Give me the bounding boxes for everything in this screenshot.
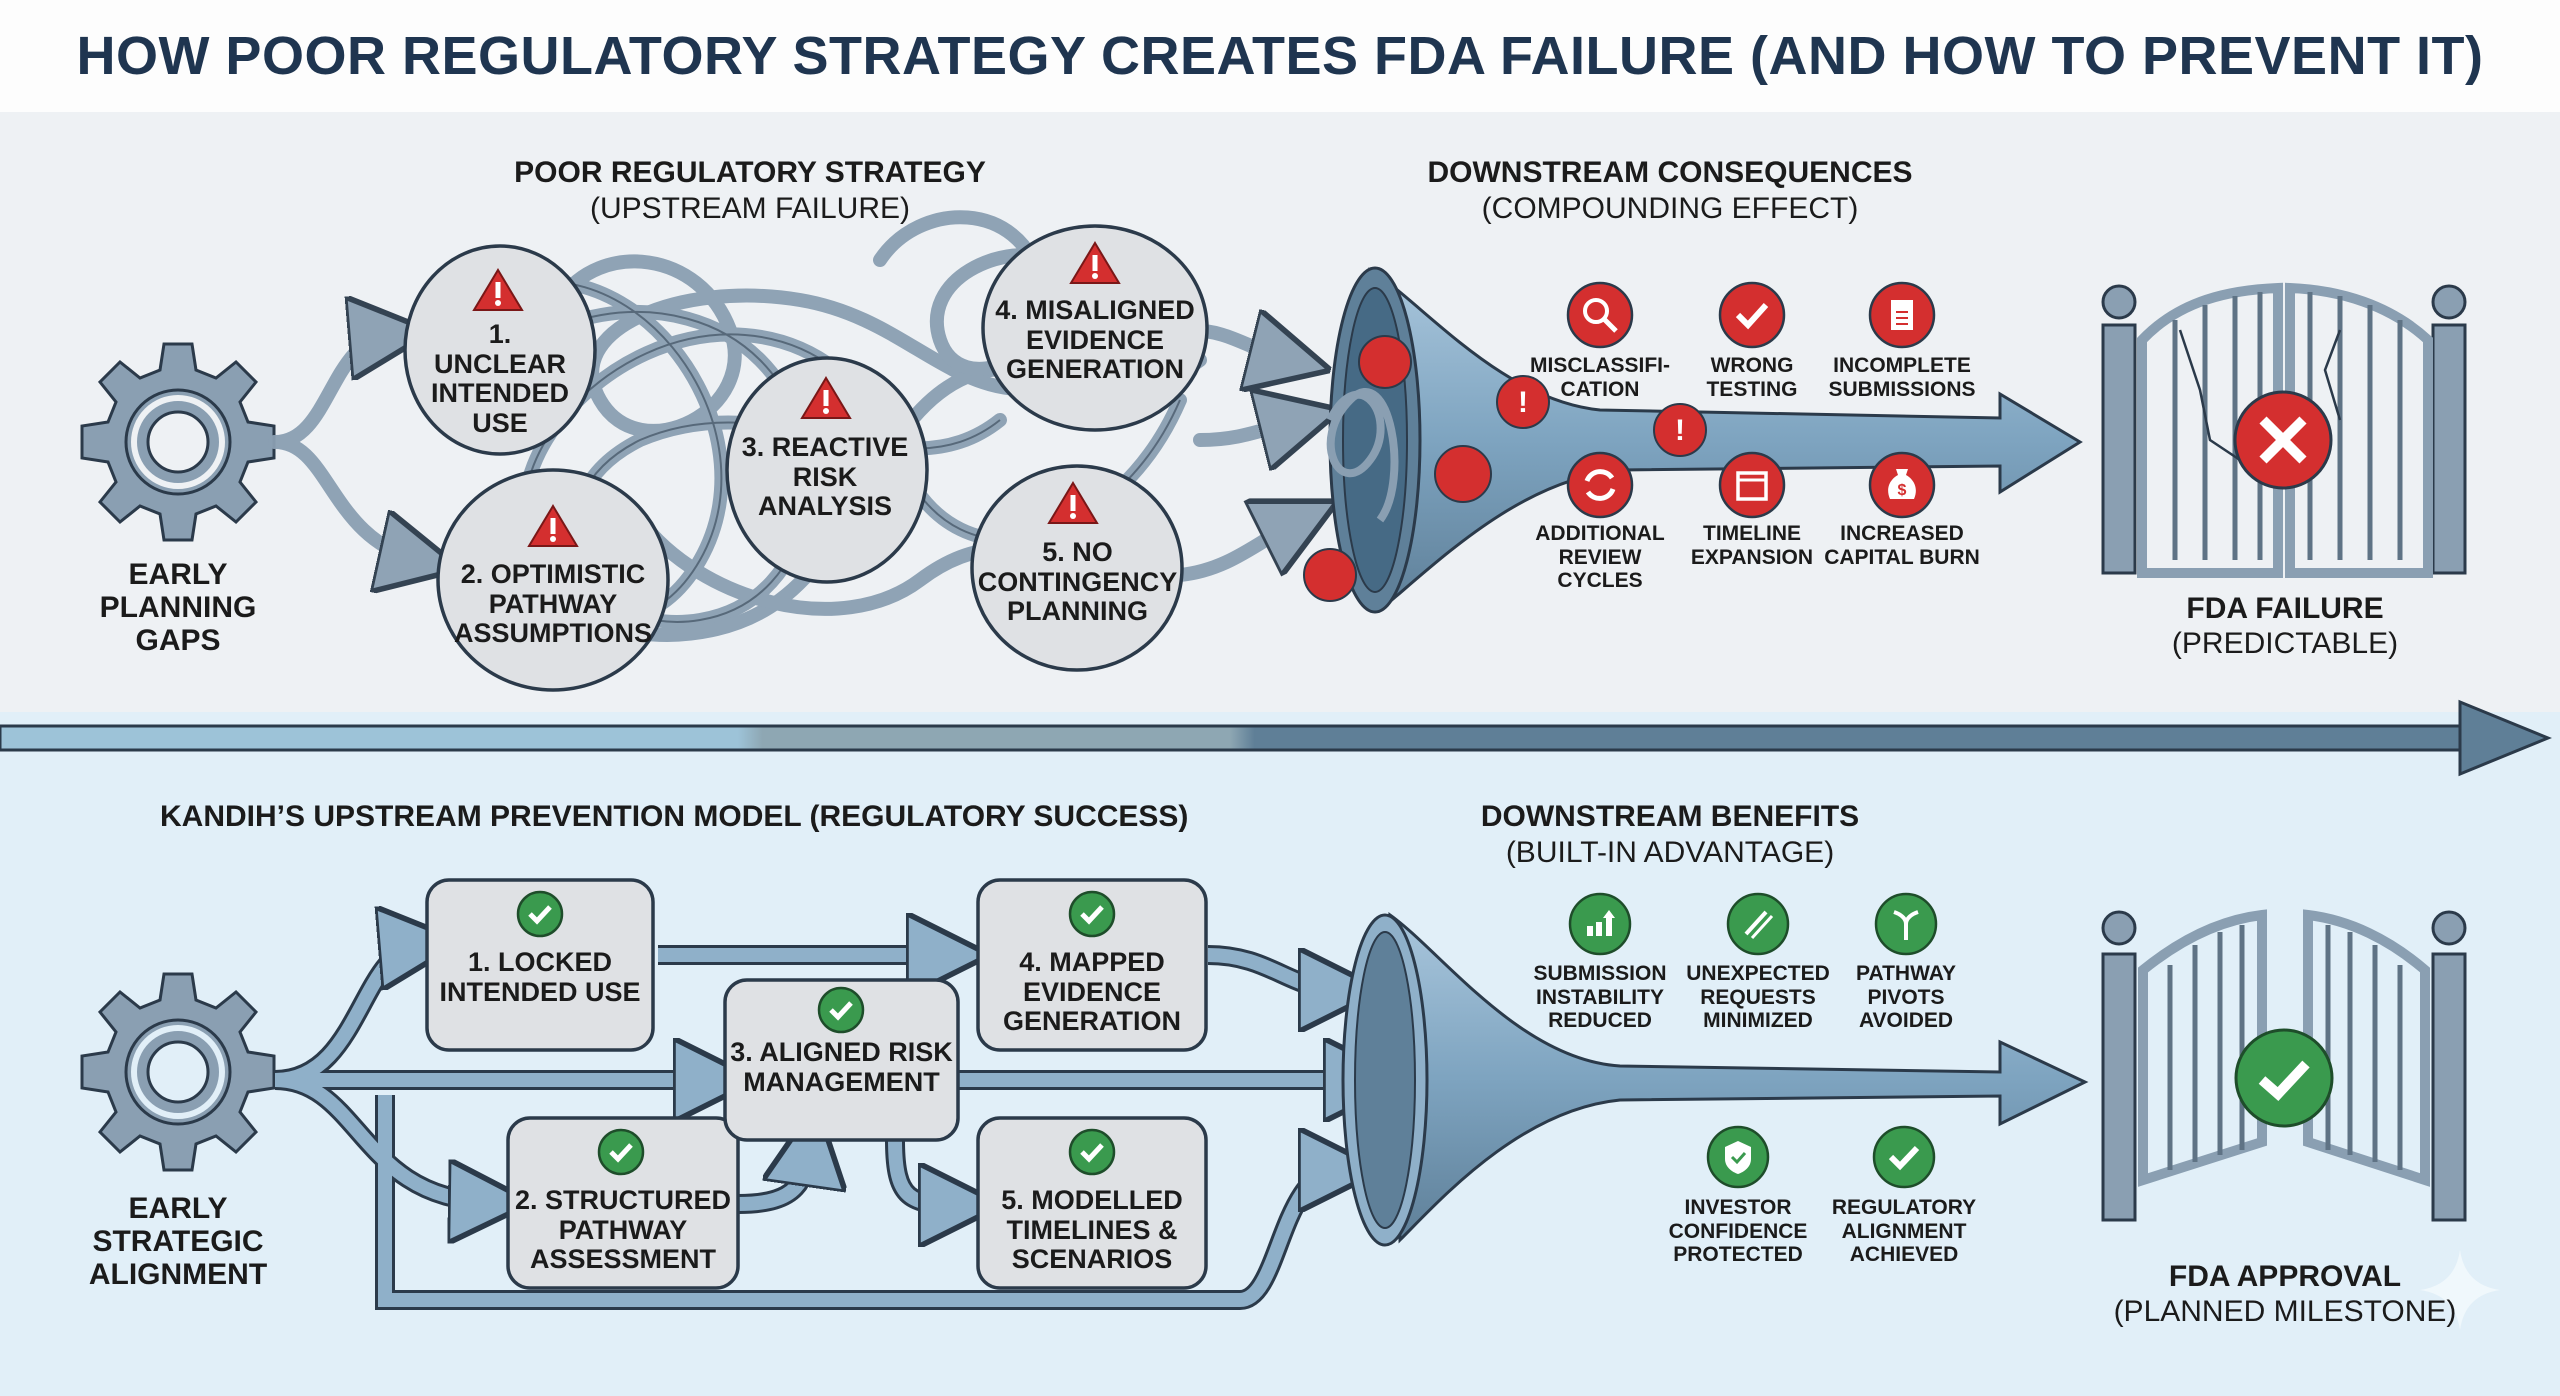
document-icon bbox=[1868, 281, 1936, 349]
top-node-4: 4. MISALIGNED EVIDENCE GENERATION bbox=[995, 295, 1195, 385]
gear-icon-bottom bbox=[80, 972, 276, 1172]
consequence-wrong-testing: WRONG TESTING bbox=[1706, 354, 1798, 401]
slash-sparkle-icon bbox=[1726, 892, 1790, 956]
flow-arrows bbox=[274, 945, 1365, 1310]
top-node-3: 3. REACTIVE RISK ANALYSIS bbox=[741, 432, 909, 522]
page-title: HOW POOR REGULATORY STRATEGY CREATES FDA… bbox=[0, 0, 2560, 112]
bottom-node-shapes bbox=[425, 878, 1208, 1290]
bottom-node-2: 2. STRUCTURED PATHWAY ASSESSMENT bbox=[514, 1185, 731, 1275]
sparkle-icon bbox=[2420, 1250, 2500, 1330]
fda-approval-title: FDA APPROVAL bbox=[2168, 1260, 2402, 1293]
shield-check-icon bbox=[1706, 1125, 1770, 1189]
start-label-top: EARLY PLANNING GAPS bbox=[99, 558, 257, 657]
check-circle-icons bbox=[516, 890, 1116, 1176]
refresh-icon bbox=[1566, 451, 1634, 519]
benefit-icons bbox=[1568, 892, 1938, 1189]
magnifier-icon bbox=[1566, 281, 1634, 349]
bottom-section-title: KANDIH’S UPSTREAM PREVENTION MODEL (REGU… bbox=[160, 800, 1189, 833]
consequence-capital-burn: INCREASED CAPITAL BURN bbox=[1824, 522, 1980, 569]
benefits-title: DOWNSTREAM BENEFITS bbox=[1480, 800, 1860, 833]
open-gate-icon bbox=[2101, 909, 2467, 1222]
x-circle-icon bbox=[2233, 390, 2333, 490]
top-node-5: 5. NO CONTINGENCY PLANNING bbox=[977, 537, 1178, 627]
bottom-node-5: 5. MODELLED TIMELINES & SCENARIOS bbox=[1001, 1185, 1183, 1275]
svg-text:!: ! bbox=[1518, 386, 1528, 419]
consequence-misclassification: MISCLASSIFI- CATION bbox=[1530, 354, 1670, 401]
consequence-additional-review: ADDITIONAL REVIEW CYCLES bbox=[1535, 522, 1665, 593]
check-circle-icon-approval bbox=[2234, 1028, 2334, 1128]
benefit-investor-confidence: INVESTOR CONFIDENCE PROTECTED bbox=[1668, 1196, 1808, 1267]
top-node-shapes bbox=[403, 224, 1209, 692]
benefit-regulatory-alignment: REGULATORY ALIGNMENT ACHIEVED bbox=[1831, 1196, 1977, 1267]
checkmark-icon bbox=[1718, 281, 1786, 349]
timeline-divider-arrow bbox=[0, 699, 2552, 777]
consequences-subtitle: (COMPOUNDING EFFECT) bbox=[1481, 192, 1859, 225]
top-section-subtitle: (UPSTREAM FAILURE) bbox=[589, 192, 911, 225]
fda-failure-subtitle: (PREDICTABLE) bbox=[2171, 627, 2399, 660]
bottom-funnel bbox=[1341, 912, 2089, 1247]
benefits-subtitle: (BUILT-IN ADVANTAGE) bbox=[1505, 836, 1835, 869]
broken-gate-icon bbox=[2101, 282, 2467, 578]
svg-text:$: $ bbox=[1898, 482, 1907, 499]
calendar-icon bbox=[1718, 451, 1786, 519]
start-label-bottom: EARLY STRATEGIC ALIGNMENT bbox=[88, 1192, 268, 1291]
consequence-incomplete-submissions: INCOMPLETE SUBMISSIONS bbox=[1828, 354, 1976, 401]
fda-approval-subtitle: (PLANNED MILESTONE) bbox=[2113, 1295, 2457, 1328]
top-node-1: 1. UNCLEAR INTENDED USE bbox=[430, 319, 569, 439]
warning-triangle-icons bbox=[472, 241, 1121, 547]
consequences-title: DOWNSTREAM CONSEQUENCES bbox=[1427, 156, 1913, 189]
top-funnel: ! ! bbox=[1303, 266, 2083, 614]
bottom-node-1: 1. LOCKED INTENDED USE bbox=[439, 947, 641, 1007]
fda-failure-title: FDA FAILURE bbox=[2186, 592, 2384, 625]
bar-chart-up-icon bbox=[1568, 892, 1632, 956]
benefit-submission-instability: SUBMISSION INSTABILITY REDUCED bbox=[1533, 962, 1667, 1033]
bottom-node-3: 3. ALIGNED RISK MANAGEMENT bbox=[730, 1037, 953, 1097]
money-bag-icon: $ bbox=[1868, 451, 1936, 519]
benefit-unexpected-requests: UNEXPECTED REQUESTS MINIMIZED bbox=[1686, 962, 1830, 1033]
top-section-title: POOR REGULATORY STRATEGY bbox=[514, 156, 986, 189]
svg-text:!: ! bbox=[1675, 414, 1685, 447]
bottom-node-4: 4. MAPPED EVIDENCE GENERATION bbox=[1002, 947, 1181, 1037]
consequence-icons: $ bbox=[1566, 281, 1936, 519]
fork-arrow-icon bbox=[1874, 892, 1938, 956]
checkmark-icon bbox=[1872, 1125, 1936, 1189]
benefit-pathway-pivots: PATHWAY PIVOTS AVOIDED bbox=[1856, 962, 1956, 1033]
top-node-2: 2. OPTIMISTIC PATHWAY ASSUMPTIONS bbox=[453, 559, 653, 649]
gear-icon-top bbox=[80, 342, 276, 542]
consequence-timeline-expansion: TIMELINE EXPANSION bbox=[1690, 522, 1814, 569]
